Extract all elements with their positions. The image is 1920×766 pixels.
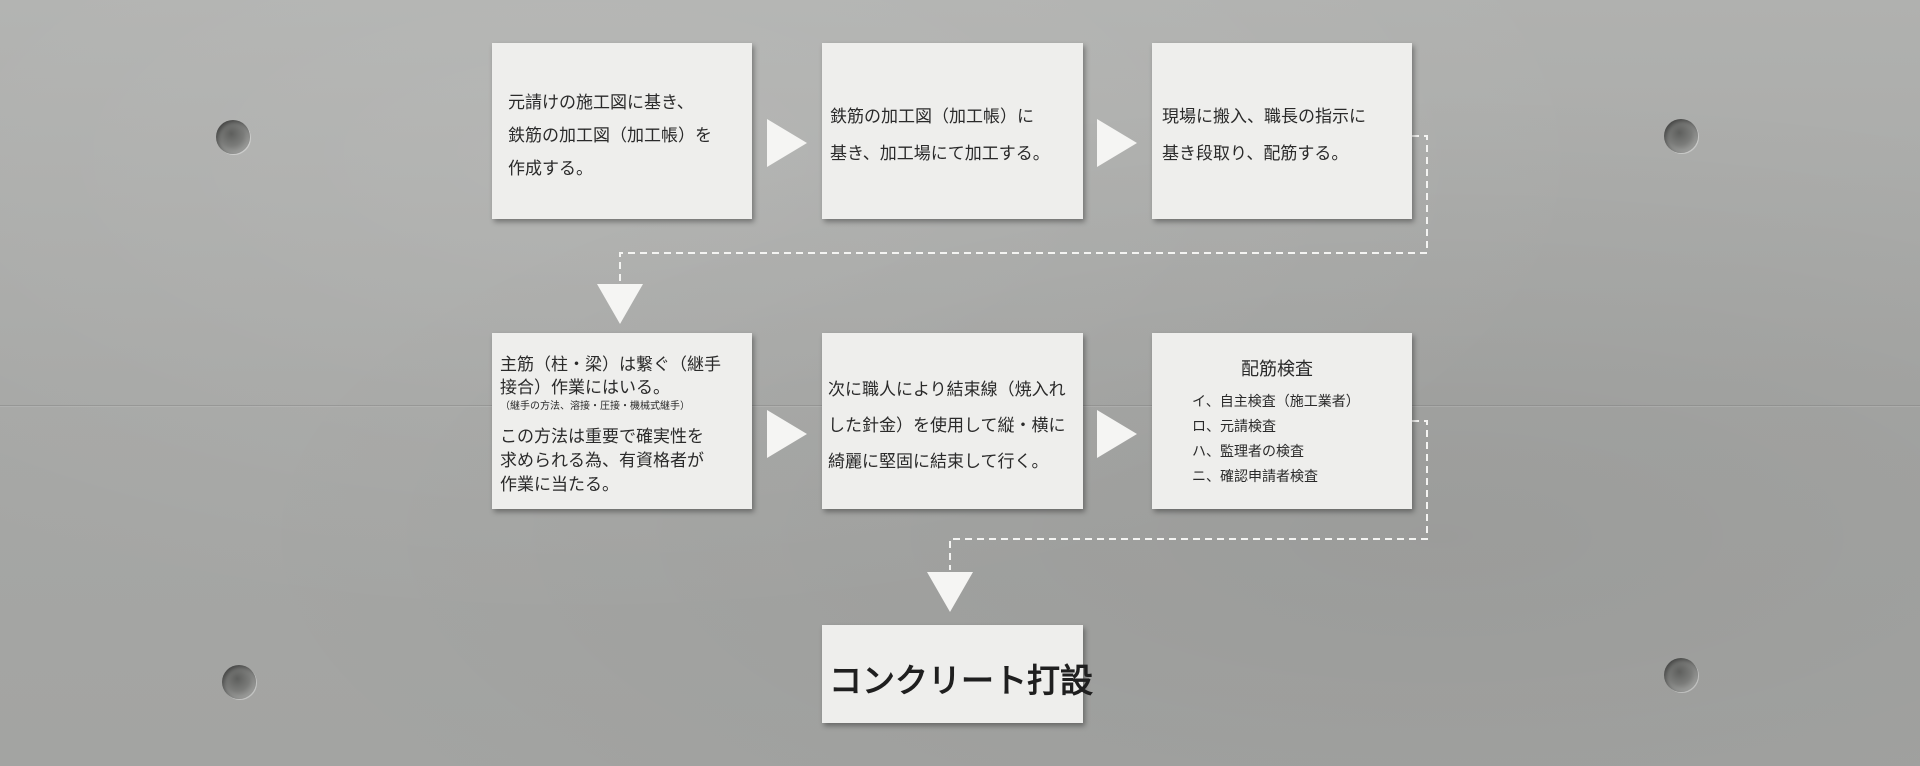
tie-hole-top-left (216, 120, 250, 154)
step2-line2: 基き、加工場にて加工する。 (830, 144, 1050, 164)
step4-line2: 接合）作業にはいる。 (500, 378, 670, 398)
tie-hole-bottom-left (222, 665, 256, 699)
step1-line3: 作成する。 (508, 159, 593, 179)
step6-title: 配筋検査 (1241, 359, 1313, 380)
step5-line3: 綺麗に堅固に結束して行く。 (828, 452, 1049, 472)
step5-line1: 次に職人により結束線（焼入れ (828, 380, 1066, 400)
arrow-down-2 (927, 572, 973, 612)
connector-row1-to-row2 (619, 135, 1428, 283)
step3-line2: 基き段取り、配筋する。 (1162, 144, 1349, 164)
tie-hole-top-right (1664, 119, 1698, 153)
arrow-right-4 (1097, 410, 1137, 458)
step-card-1: 元請けの施工図に基き、 鉄筋の加工図（加工帳）を 作成する。 (492, 43, 752, 219)
step3-line1: 現場に搬入、職長の指示に (1162, 107, 1366, 127)
step-card-3: 現場に搬入、職長の指示に 基き段取り、配筋する。 (1152, 43, 1412, 219)
step2-line1: 鉄筋の加工図（加工帳）に (830, 107, 1034, 127)
step6-item-1: イ、自主検査（施工業者） (1192, 394, 1360, 410)
step-card-5: 次に職人により結束線（焼入れ した針金）を使用して縦・横に 綺麗に堅固に結束して… (822, 333, 1083, 509)
step4-line1: 主筋（柱・梁）は繋ぐ（継手 (500, 355, 721, 375)
step6-item-3: ハ、監理者の検査 (1192, 444, 1304, 460)
final-card: コンクリート打設 (822, 625, 1093, 723)
step6-item-2: ロ、元請検査 (1192, 419, 1276, 435)
step-card-4: 主筋（柱・梁）は繋ぐ（継手 接合）作業にはいる。 （継手の方法、溶接・圧接・機械… (492, 333, 752, 509)
arrow-right-1 (767, 119, 807, 167)
arrow-right-3 (767, 410, 807, 458)
step4-line3: この方法は重要で確実性を (500, 427, 704, 447)
step4-line4: 求められる為、有資格者が (500, 451, 704, 471)
arrow-down-1 (597, 284, 643, 324)
connector-row2-to-final (949, 420, 1428, 570)
final-label: コンクリート打設 (829, 661, 1093, 700)
step4-line5: 作業に当たる。 (500, 475, 619, 495)
arrow-right-2 (1097, 119, 1137, 167)
tie-hole-bottom-right (1664, 658, 1698, 692)
step1-line1: 元請けの施工図に基き、 (508, 93, 694, 113)
step1-line2: 鉄筋の加工図（加工帳）を (508, 126, 712, 146)
step-card-6: 配筋検査 イ、自主検査（施工業者） ロ、元請検査 ハ、監理者の検査 ニ、確認申請… (1152, 333, 1412, 509)
step5-line2: した針金）を使用して縦・横に (828, 416, 1066, 436)
step6-item-4: ニ、確認申請者検査 (1192, 469, 1318, 485)
step-card-2: 鉄筋の加工図（加工帳）に 基き、加工場にて加工する。 (822, 43, 1083, 219)
step4-note: （継手の方法、溶接・圧接・機械式継手） (500, 401, 690, 412)
